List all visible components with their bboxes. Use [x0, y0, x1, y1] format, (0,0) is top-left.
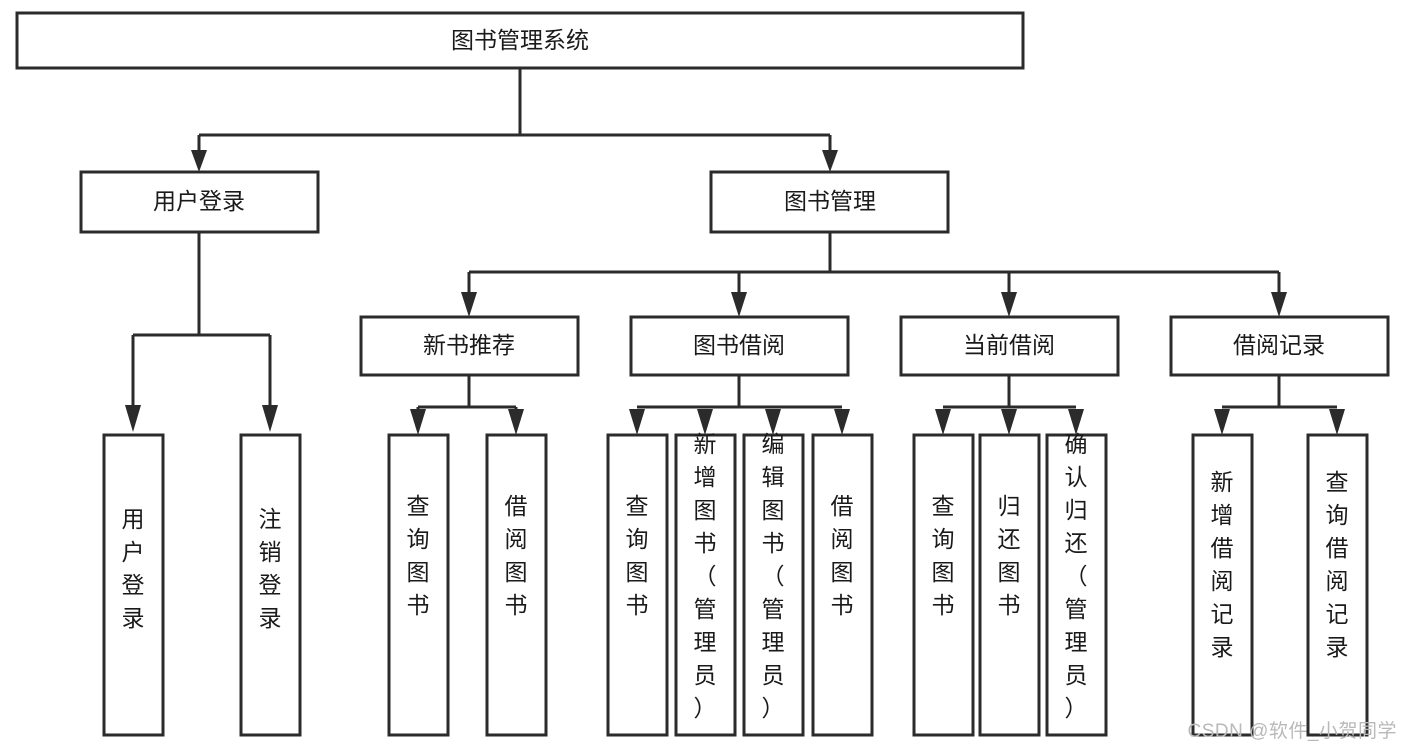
- arrowhead-userlogin-leaf-2: [262, 405, 278, 432]
- node-user-login-box: [79, 170, 320, 234]
- arrowhead-bookborrow-leaf-3: [765, 409, 781, 435]
- arrowhead-borrowrecord-leaf-1: [1214, 409, 1230, 435]
- node-book-borrow-label: 图书借阅: [693, 332, 785, 358]
- leaf-logout-label: 注销登录: [259, 506, 282, 631]
- node-borrow-record[interactable]: 借阅记录: [1169, 315, 1390, 377]
- node-current-borrow-label: 当前借阅: [963, 332, 1055, 358]
- node-root-box: [15, 11, 1025, 70]
- node-borrow-record-box: [1169, 315, 1390, 377]
- leaf-borrowrecord-add-box: [1191, 433, 1254, 737]
- arrowhead-newbook-leaf-1: [410, 409, 426, 435]
- leaf-currentborrow-query-box: [912, 433, 975, 737]
- leaf-bookborrow-borrow-box: [811, 433, 874, 737]
- leaf-currentborrow-return-box: [978, 433, 1041, 737]
- leaf-borrowrecord-query-box: [1306, 433, 1369, 737]
- arrowhead-userlogin-leaf-1: [125, 405, 141, 432]
- node-new-book-recommend[interactable]: 新书推荐: [359, 315, 580, 377]
- leaf-newbook-borrow-box: [485, 433, 548, 737]
- node-user-login[interactable]: 用户登录: [79, 170, 320, 234]
- leaf-bookborrow-edit-box: [742, 433, 805, 737]
- leaf-node[interactable]: 借阅图书: [811, 433, 874, 737]
- node-root-system[interactable]: 图书管理系统: [15, 11, 1025, 70]
- leaf-node[interactable]: 查询图书: [387, 433, 450, 737]
- leaf-user-login-label: 用户登录: [122, 506, 145, 631]
- leaf-node[interactable]: 归还图书: [978, 433, 1041, 737]
- arrowhead-borrowrecord-leaf-2: [1329, 409, 1345, 435]
- arrowhead-currentborrow-leaf-1: [935, 409, 951, 435]
- leaf-user-login-box: [102, 433, 165, 737]
- leaf-bookborrow-query-box: [606, 433, 669, 737]
- arrowhead-newbook-leaf-2: [508, 409, 524, 435]
- arrowhead-to-currentborrow: [1001, 292, 1017, 317]
- arrowhead-to-bookmgmt: [822, 150, 838, 172]
- leaf-bookborrow-borrow-label: 借阅图书: [831, 493, 854, 618]
- arrowhead-bookborrow-leaf-4: [834, 409, 850, 435]
- node-new-book-recommend-label: 新书推荐: [423, 332, 515, 358]
- arrowhead-bookborrow-leaf-2: [697, 409, 713, 435]
- arrowhead-currentborrow-leaf-2: [1001, 409, 1017, 435]
- connector-layer: [125, 68, 1345, 435]
- leaf-node[interactable]: 查询图书: [606, 433, 669, 737]
- node-new-book-recommend-box: [359, 315, 580, 377]
- csdn-watermark: CSDN @软件_小贺同学: [1187, 721, 1397, 742]
- arrowhead-bookborrow-leaf-1: [629, 409, 645, 435]
- leaf-borrowrecord-query-label: 查询借阅记录: [1326, 469, 1349, 660]
- leaf-node[interactable]: 查询图书: [912, 433, 975, 737]
- leaf-currentborrow-confirm-label: 确认归还（管理员）: [1065, 431, 1088, 721]
- leaf-node[interactable]: 确认归还（管理员）: [1045, 431, 1108, 737]
- node-book-management[interactable]: 图书管理: [709, 170, 950, 234]
- leaf-node[interactable]: 查询借阅记录: [1306, 433, 1369, 737]
- leaf-currentborrow-query-label: 查询图书: [932, 493, 955, 618]
- leaf-bookborrow-add-label: 新增图书（管理员）: [694, 431, 717, 721]
- node-borrow-record-label: 借阅记录: [1233, 332, 1325, 358]
- arrowhead-currentborrow-leaf-3: [1068, 409, 1084, 435]
- leaf-node[interactable]: 新增借阅记录: [1191, 433, 1254, 737]
- leaf-node[interactable]: 借阅图书: [485, 433, 548, 737]
- node-book-management-label: 图书管理: [784, 188, 876, 214]
- node-user-login-label: 用户登录: [153, 188, 245, 214]
- leaf-newbook-query-box: [387, 433, 450, 737]
- leaf-currentborrow-return-label: 归还图书: [998, 493, 1021, 618]
- leaf-bookborrow-add-box: [674, 433, 737, 737]
- leaf-newbook-query-label: 查询图书: [407, 493, 430, 618]
- leaf-borrowrecord-add-label: 新增借阅记录: [1211, 469, 1234, 660]
- node-book-management-box: [709, 170, 950, 234]
- leaf-node[interactable]: 新增图书（管理员）: [674, 431, 737, 737]
- leaf-bookborrow-query-label: 查询图书: [626, 493, 649, 618]
- arrowhead-to-userlogin: [191, 150, 207, 172]
- leaf-node[interactable]: 用户登录: [102, 433, 165, 737]
- leaf-node[interactable]: 注销登录: [239, 433, 302, 737]
- leaf-currentborrow-confirm-box: [1045, 433, 1108, 737]
- node-current-borrow[interactable]: 当前借阅: [899, 315, 1120, 377]
- leaf-bookborrow-edit-label: 编辑图书（管理员）: [762, 431, 785, 721]
- leaf-logout-box: [239, 433, 302, 737]
- arrowhead-to-bookborrow: [731, 292, 747, 317]
- arrowhead-to-borrowrecord: [1271, 292, 1287, 317]
- leaf-newbook-borrow-label: 借阅图书: [505, 493, 528, 618]
- leaf-node[interactable]: 编辑图书（管理员）: [742, 431, 805, 737]
- node-book-borrow-box: [629, 315, 850, 377]
- node-root-label: 图书管理系统: [451, 27, 589, 53]
- node-book-borrow[interactable]: 图书借阅: [629, 315, 850, 377]
- node-current-borrow-box: [899, 315, 1120, 377]
- arrowhead-to-newbook: [461, 292, 477, 317]
